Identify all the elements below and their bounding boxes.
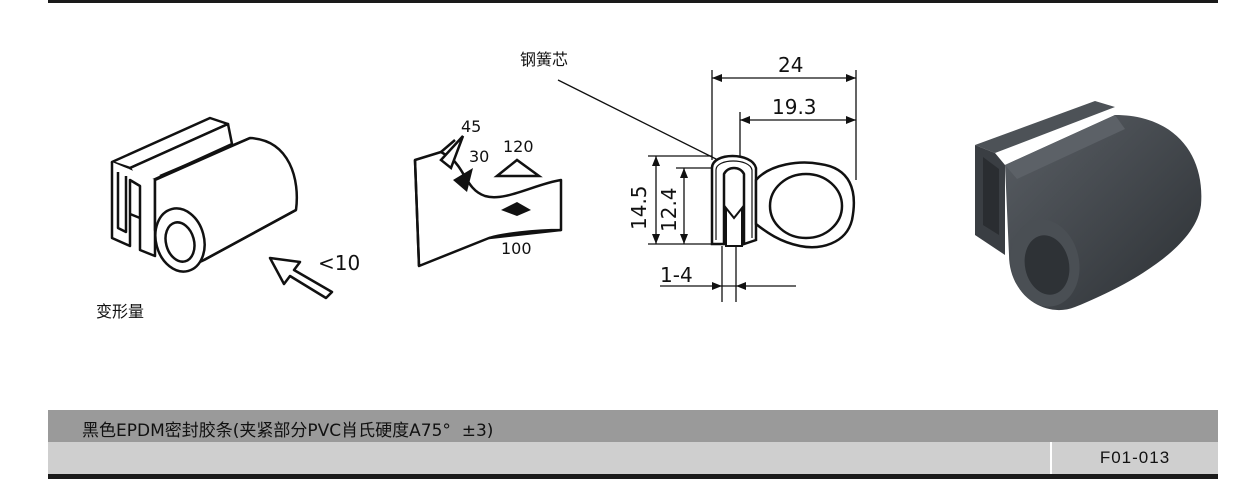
product-render [975,101,1202,311]
product-description: 黑色EPDM密封胶条(夹紧部分PVC肖氏硬度A75° ±3) [82,421,494,441]
steel-core-label: 钢簧芯 [520,50,569,69]
dim-clamp-range: 1-4 [660,263,693,287]
dim-inner-width: 19.3 [772,95,817,119]
pressure-arrow-icon [268,256,334,300]
angle-100: 100 [501,239,532,258]
isometric-sketch: <10 [110,116,360,300]
code-bar: F01-013 [48,442,1218,474]
angle-30: 30 [469,147,489,166]
cross-section-drawing: 24 19.3 14.5 12.4 1-4 [557,53,857,302]
top-rule [48,0,1218,3]
angle-120: 120 [503,137,534,156]
bottom-rule [48,474,1218,479]
deformation-value: <10 [318,251,360,275]
dim-clamp-height: 12.4 [657,187,681,232]
dim-total-height: 14.5 [627,185,651,230]
description-bar: 黑色EPDM密封胶条(夹紧部分PVC肖氏硬度A75° ±3) [48,410,1218,442]
angle-45: 45 [461,117,481,136]
part-code: F01-013 [1050,442,1218,474]
deformation-label: 变形量 [96,302,145,321]
dim-overall-width: 24 [778,53,803,77]
angle-sketch: 45 30 120 100 [413,117,563,268]
